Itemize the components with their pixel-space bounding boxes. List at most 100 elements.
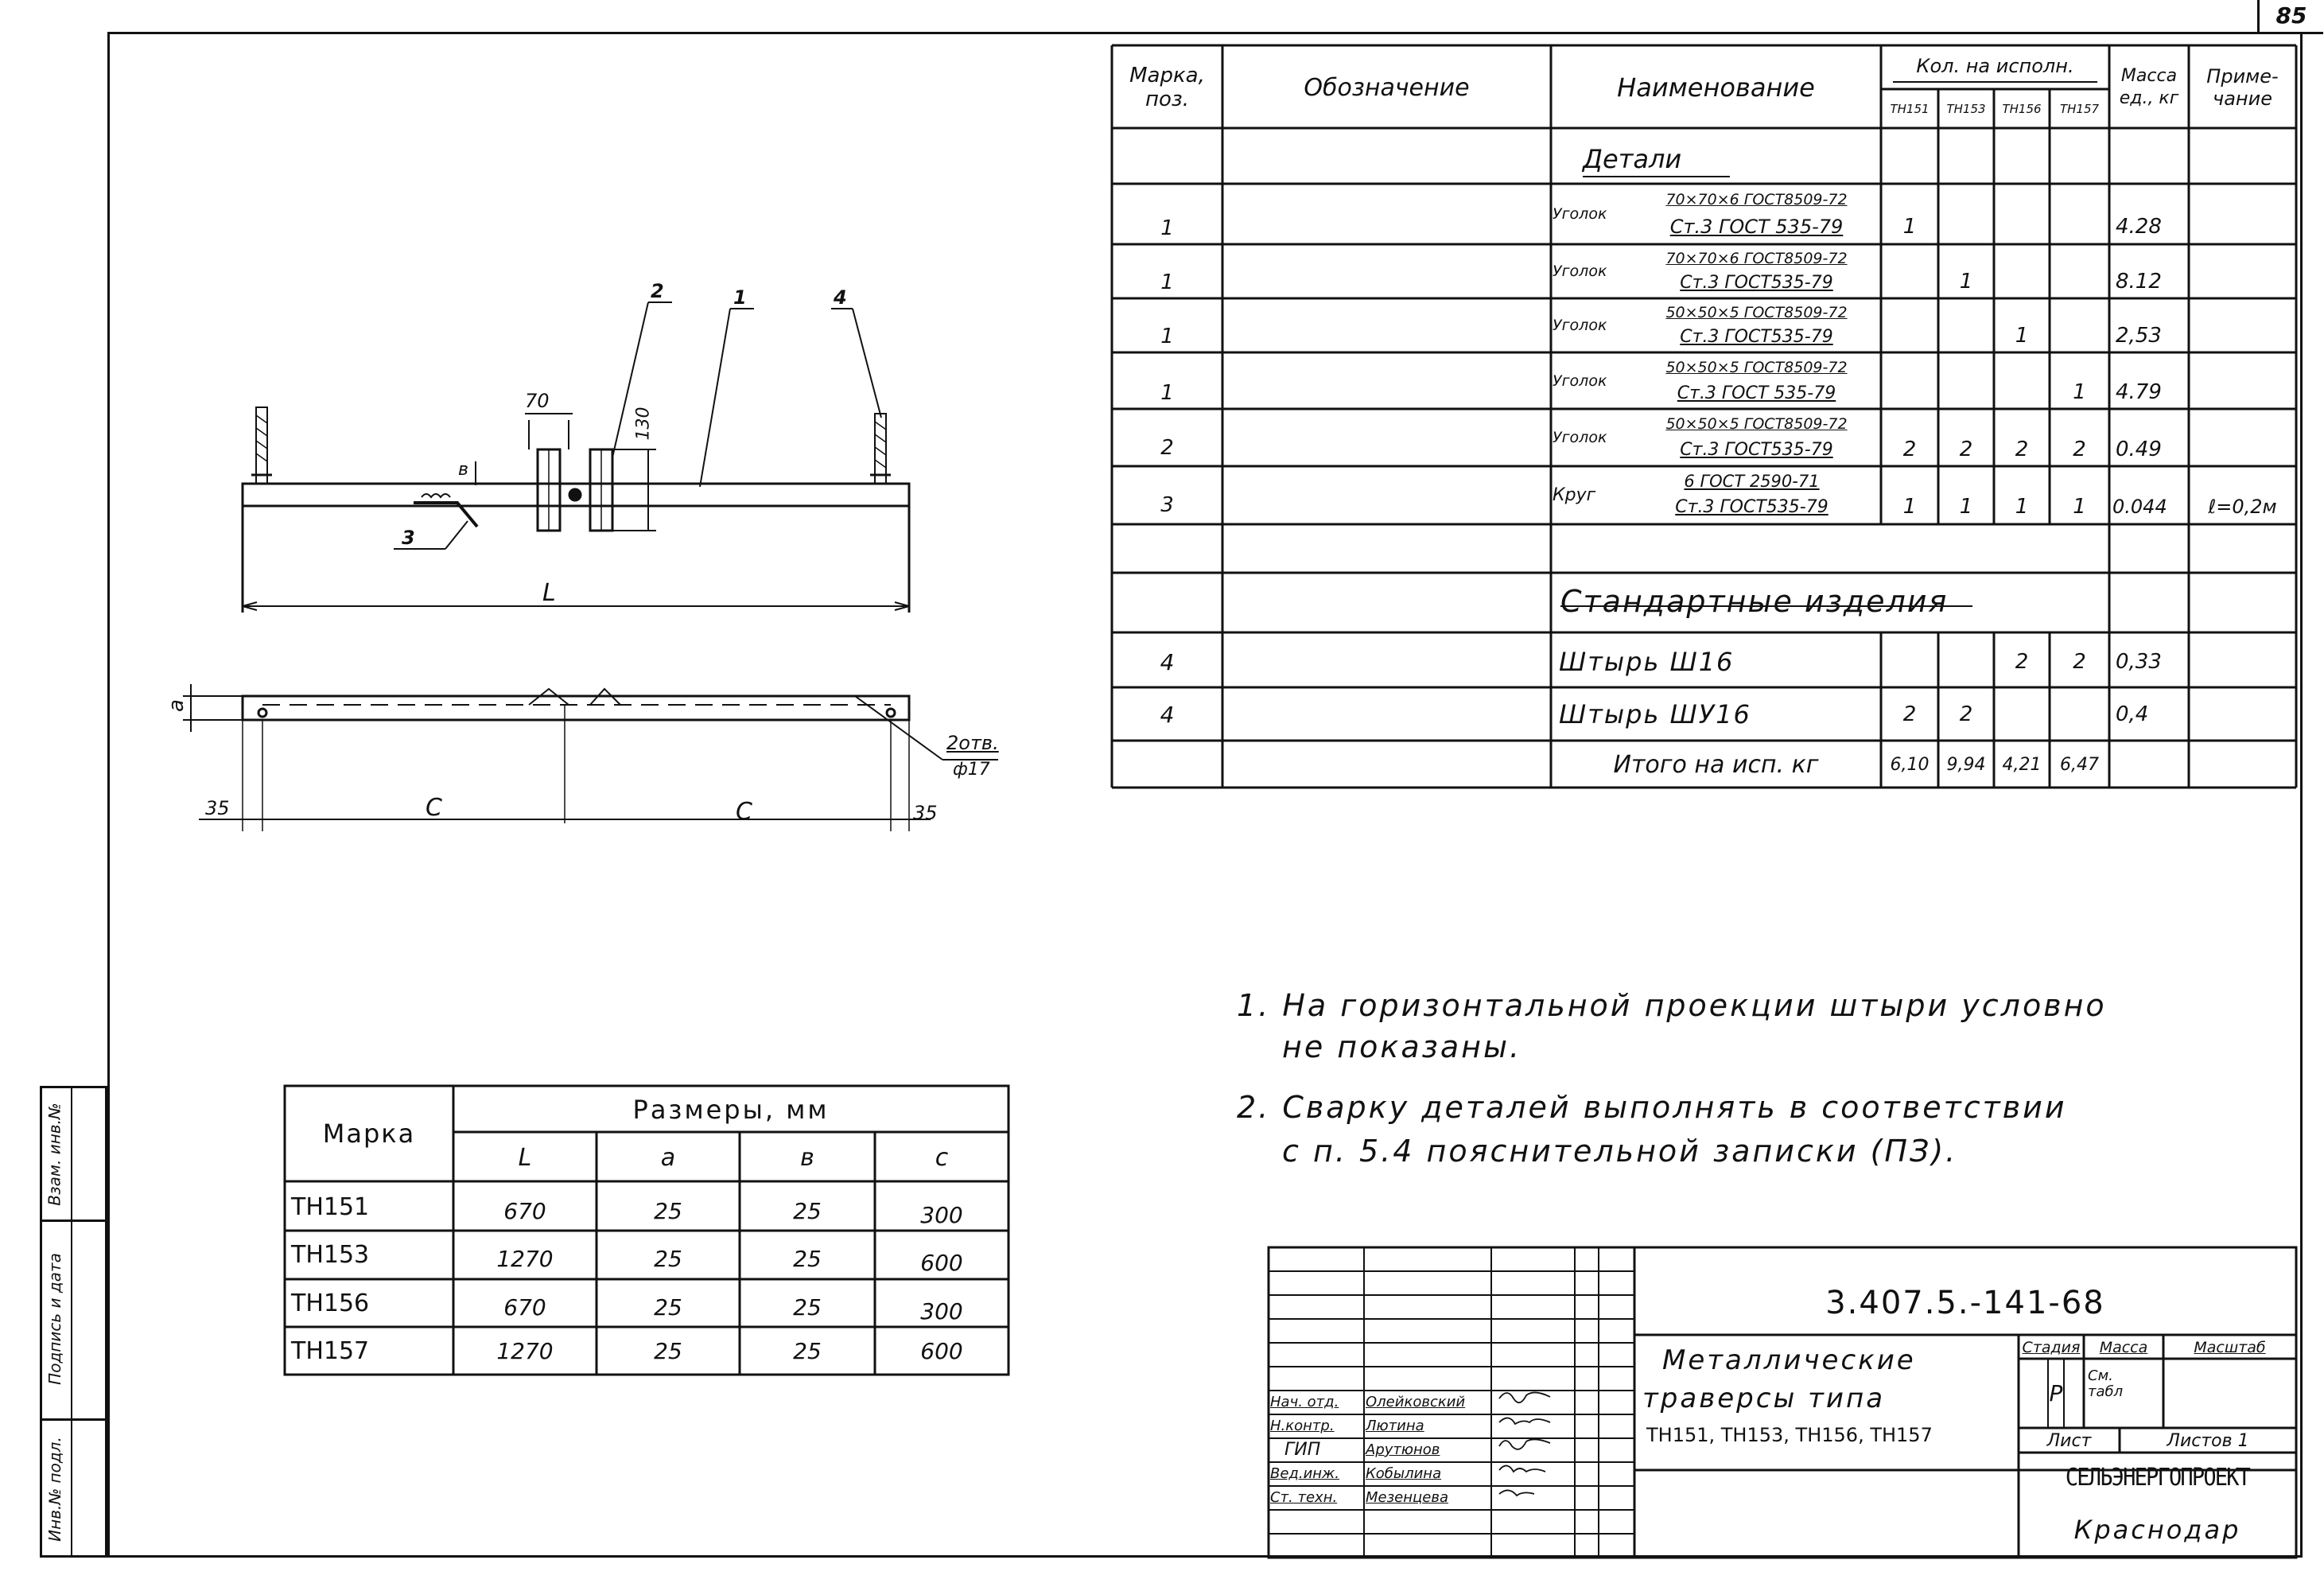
leader-label-3: 3: [402, 527, 415, 549]
dims-a: 25: [654, 1197, 682, 1224]
note-2-cont: с п. 5.4 пояснительной записки (ПЗ).: [1282, 1134, 1958, 1169]
total-value: 4,21: [2002, 754, 2042, 775]
document-code: 3.407.5.-141-68: [1825, 1285, 2105, 1321]
dim-35-left: 35: [205, 797, 230, 819]
stage-value: Р: [2049, 1380, 2063, 1406]
mass-header: Масса: [2099, 1339, 2148, 1356]
dims-c: 600: [920, 1250, 963, 1276]
dims-mark: ТН157: [291, 1336, 370, 1365]
dims-mark: ТН151: [291, 1192, 370, 1221]
staff-role: Нач. отд.: [1270, 1394, 1339, 1410]
header-designation: Обозначение: [1304, 73, 1470, 102]
row-kind: Уголок: [1553, 205, 1607, 223]
header-qty: Кол. на исполн.: [1916, 55, 2074, 77]
row-mass: 0,4: [2116, 702, 2149, 726]
sheets-label: Листов 1: [2167, 1431, 2249, 1451]
organization: СЕЛЬЭНЕРГОПРОЕКТ: [2065, 1463, 2251, 1492]
row-pos: 3: [1160, 493, 1174, 517]
dim-c-right: C: [736, 798, 752, 826]
row-pos: 2: [1160, 436, 1174, 460]
row-qty: 1: [1959, 494, 1973, 519]
row-pos: 4: [1160, 701, 1175, 728]
row-mass: 0,33: [2116, 650, 2162, 674]
staff-name: Мезенцева: [1366, 1489, 1448, 1506]
header-variant: ТН156: [2002, 101, 2042, 116]
total-label: Итого на исп. кг: [1613, 750, 1819, 779]
title-line-3: ТН151, ТН153, ТН156, ТН157: [1646, 1424, 1933, 1446]
staff-name: Кобылина: [1366, 1465, 1442, 1482]
leader-label-4: 4: [834, 286, 847, 309]
header-variant: ТН153: [1946, 101, 1986, 116]
leader-label-1: 1: [733, 286, 747, 309]
dims-b: 25: [793, 1246, 822, 1272]
dims-b: 25: [793, 1293, 822, 1321]
sheet-label: Лист: [2046, 1431, 2092, 1451]
dim-c-left: C: [426, 794, 442, 822]
dims-L: 670: [503, 1293, 546, 1321]
page-number: 85: [2257, 0, 2323, 34]
dims-L: 1270: [496, 1246, 554, 1272]
row-spec-1: 70×70×6 ГОСТ8509-72: [1665, 250, 1848, 267]
dims-a: 25: [654, 1246, 682, 1272]
row-qty: 1: [1902, 494, 1917, 519]
staff-name: Лютина: [1366, 1418, 1424, 1434]
dims-col: в: [800, 1143, 814, 1172]
total-value: 6,10: [1890, 754, 1930, 775]
row-qty: 1: [2073, 494, 2086, 519]
row-spec-1: 50×50×5 ГОСТ8509-72: [1665, 359, 1848, 376]
spec-table-grid: [1110, 44, 2298, 789]
dims-col: L: [518, 1143, 532, 1172]
row-spec-1: 50×50×5 ГОСТ8509-72: [1665, 304, 1848, 321]
note-1-cont: не показаны.: [1282, 1029, 1522, 1064]
row-kind: Круг: [1553, 485, 1596, 505]
row-qty: 1: [2015, 324, 2029, 348]
dims-col: с: [935, 1143, 949, 1172]
staff-role: Вед.инж.: [1270, 1465, 1339, 1482]
row-qty: 2: [1959, 702, 1973, 726]
row-qty: 1: [2015, 494, 2029, 519]
plan-view: [183, 684, 998, 831]
dim-b: в: [458, 460, 468, 480]
holes-label: 2отв.: [946, 732, 999, 754]
dims-a: 25: [654, 1337, 682, 1364]
row-qty: 1: [1959, 270, 1973, 294]
binding-strip: Взам. инв.№ Подпись и дата Инв.№ подл.: [40, 1086, 107, 1558]
row-spec-2: Ст.3 ГОСТ535-79: [1675, 496, 1828, 517]
row-pos: 1: [1160, 381, 1174, 405]
row-kind: Уголок: [1553, 317, 1607, 334]
dims-mark: ТН153: [291, 1241, 370, 1269]
dims-c: 300: [920, 1201, 963, 1228]
dims-a: 25: [654, 1293, 682, 1321]
header-note: Приме-чание: [2206, 65, 2279, 110]
dims-L: 670: [503, 1197, 546, 1224]
staff-role: Н.контр.: [1270, 1418, 1335, 1434]
drawing-frame: [107, 32, 2303, 1558]
dims-col: a: [660, 1143, 676, 1172]
row-spec-1: 50×50×5 ГОСТ8509-72: [1665, 415, 1848, 433]
section-details: Детали: [1583, 144, 1682, 174]
hole-diameter: ф17: [953, 760, 990, 780]
row-mass: 0.044: [2112, 495, 2167, 518]
dims-c: 300: [920, 1297, 963, 1325]
dims-table-grid: [283, 1084, 1010, 1376]
row-spec-2: Ст.3 ГОСТ 535-79: [1669, 216, 1844, 238]
dim-L: L: [542, 579, 556, 607]
scale-header: Масштаб: [2194, 1339, 2266, 1356]
row-qty: 2: [2015, 437, 2029, 461]
header-name: Наименование: [1617, 72, 1815, 103]
strip-separator: [42, 1220, 105, 1222]
staff-name: Олейковский: [1366, 1394, 1466, 1410]
row-qty: 2: [1902, 437, 1917, 461]
row-qty: 2: [1959, 437, 1973, 461]
total-value: 6,47: [2060, 754, 2099, 775]
staff-name: Арутюнов: [1366, 1441, 1440, 1458]
traverse-drawings: [183, 301, 998, 831]
row-note: ℓ=0,2м: [2208, 495, 2277, 518]
strip-divider: [71, 1088, 72, 1555]
row-qty: 2: [1902, 702, 1917, 726]
total-value: 9,94: [1946, 754, 1986, 775]
mass-value: См. табл: [2088, 1367, 2124, 1400]
row-spec-2: Ст.3 ГОСТ535-79: [1680, 272, 1833, 293]
